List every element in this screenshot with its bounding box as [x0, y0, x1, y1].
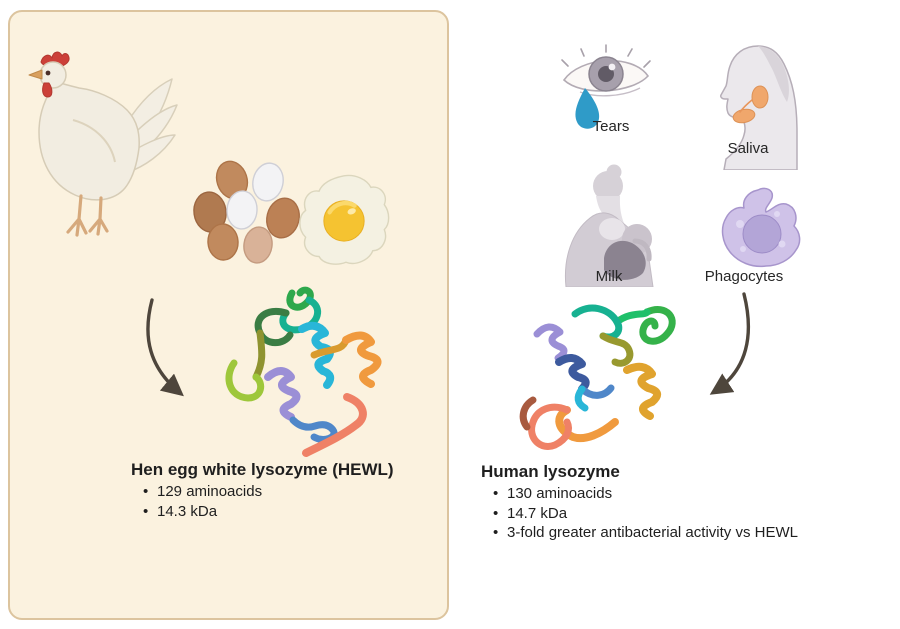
- phagocytes-label: Phagocytes: [704, 268, 784, 285]
- tears-label: Tears: [592, 118, 630, 135]
- hewl-bullet-kda: 14.3 kDa: [143, 502, 451, 522]
- human-lysozyme-bullet-list: 130 aminoacids 14.7 kDa 3-fold greater a…: [481, 484, 811, 543]
- saliva-label: Saliva: [727, 140, 769, 157]
- hen-icon: [15, 48, 185, 238]
- milk-label: Milk: [595, 268, 623, 285]
- hewl-bullet-list: 129 aminoacids 14.3 kDa: [131, 482, 451, 521]
- saliva-gland-icon: [700, 40, 800, 170]
- breastfeeding-icon: [548, 162, 666, 287]
- curved-arrow-right-icon: [698, 290, 762, 410]
- phagocyte-icon: [710, 184, 805, 274]
- fried-egg-icon: [296, 172, 392, 268]
- hewl-bullet-aminoacids: 129 aminoacids: [143, 482, 451, 502]
- human-lysozyme-title: Human lysozyme: [481, 462, 620, 481]
- hewl-caption: Hen egg white lysozyme (HEWL) 129 aminoa…: [131, 459, 451, 521]
- hewl-title: Hen egg white lysozyme (HEWL): [131, 460, 394, 479]
- protein-ribbon-human-icon: [497, 292, 692, 472]
- human-lysozyme-caption: Human lysozyme 130 aminoacids 14.7 kDa 3…: [481, 461, 811, 543]
- eye-tear-icon: [554, 40, 658, 135]
- human-bullet-aminoacids: 130 aminoacids: [493, 484, 807, 504]
- protein-ribbon-hewl-icon: [196, 285, 396, 460]
- human-bullet-kda: 14.7 kDa: [493, 504, 807, 524]
- curved-arrow-left-icon: [128, 296, 200, 414]
- egg-cluster-icon: [190, 150, 320, 268]
- human-bullet-activity: 3-fold greater antibacterial activity vs…: [493, 523, 807, 543]
